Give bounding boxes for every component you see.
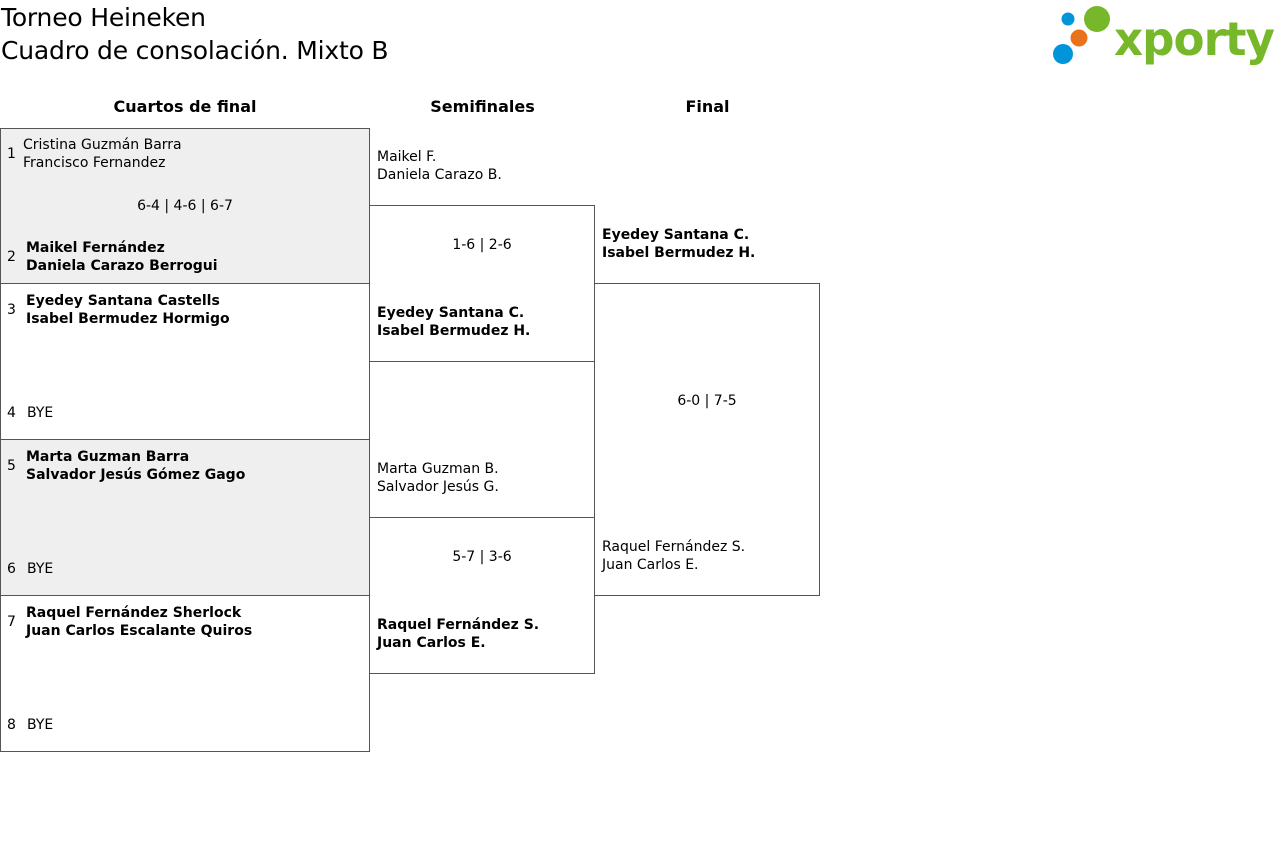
player-name-winner: Isabel Bermudez H. <box>377 323 531 339</box>
logo-wordmark: xporty <box>1114 12 1275 66</box>
logo-dot-green <box>1084 6 1110 32</box>
tournament-title: Torneo Heineken <box>1 3 206 32</box>
player-name: Marta Guzman B. <box>377 461 499 477</box>
xporty-logo: xporty <box>1053 6 1276 66</box>
match-score: 1-6 | 2-6 <box>452 237 512 253</box>
round-header-semifinals: Semifinales <box>430 97 535 116</box>
seed-number: 2 <box>7 249 16 265</box>
seed-number: 1 <box>7 146 16 162</box>
seed-number: 6 <box>7 561 16 577</box>
seed-number: 3 <box>7 302 16 318</box>
player-name-winner: Eyedey Santana Castells <box>26 293 220 309</box>
player-name-winner: Eyedey Santana C. <box>377 305 525 321</box>
round-header-final: Final <box>685 97 730 116</box>
match-score: 5-7 | 3-6 <box>452 549 512 565</box>
seed-number: 5 <box>7 458 16 474</box>
seed-number: 4 <box>7 405 16 421</box>
match-score: 6-4 | 4-6 | 6-7 <box>137 198 233 214</box>
player-name: Maikel F. <box>377 149 437 165</box>
player-name: Salvador Jesús G. <box>377 479 499 495</box>
bye-label: BYE <box>27 717 54 733</box>
player-name: Juan Carlos E. <box>602 557 699 573</box>
final-match <box>594 283 820 596</box>
player-name-winner: Eyedey Santana C. <box>602 227 750 243</box>
draw-subtitle: Cuadro de consolación. Mixto B <box>1 36 389 65</box>
qf-match-1 <box>0 128 370 284</box>
player-name-winner: Isabel Bermudez Hormigo <box>26 311 230 327</box>
bye-label: BYE <box>27 405 54 421</box>
player-name-winner: Juan Carlos E. <box>377 635 486 651</box>
player-name: Cristina Guzmán Barra <box>23 137 182 153</box>
player-name-winner: Daniela Carazo Berrogui <box>26 258 218 274</box>
player-name-winner: Raquel Fernández S. <box>377 617 540 633</box>
player-name: Daniela Carazo B. <box>377 167 502 183</box>
player-name-winner: Raquel Fernández Sherlock <box>26 605 242 621</box>
player-name-winner: Marta Guzman Barra <box>26 449 190 465</box>
round-header-quarterfinals: Cuartos de final <box>113 97 257 116</box>
player-name-winner: Juan Carlos Escalante Quiros <box>26 623 253 639</box>
seed-number: 8 <box>7 717 16 733</box>
player-name-winner: Isabel Bermudez H. <box>602 245 756 261</box>
player-name: Raquel Fernández S. <box>602 539 746 555</box>
logo-dot-blue-small <box>1061 12 1075 26</box>
player-name-winner: Maikel Fernández <box>26 240 165 256</box>
logo-dot-blue <box>1053 44 1073 64</box>
bye-label: BYE <box>27 561 54 577</box>
player-name: Francisco Fernandez <box>23 155 166 171</box>
qf-match-3 <box>0 439 370 596</box>
player-name-winner: Salvador Jesús Gómez Gago <box>26 467 246 483</box>
seed-number: 7 <box>7 614 16 630</box>
final-score: 6-0 | 7-5 <box>677 393 737 409</box>
logo-dot-orange <box>1070 29 1088 47</box>
